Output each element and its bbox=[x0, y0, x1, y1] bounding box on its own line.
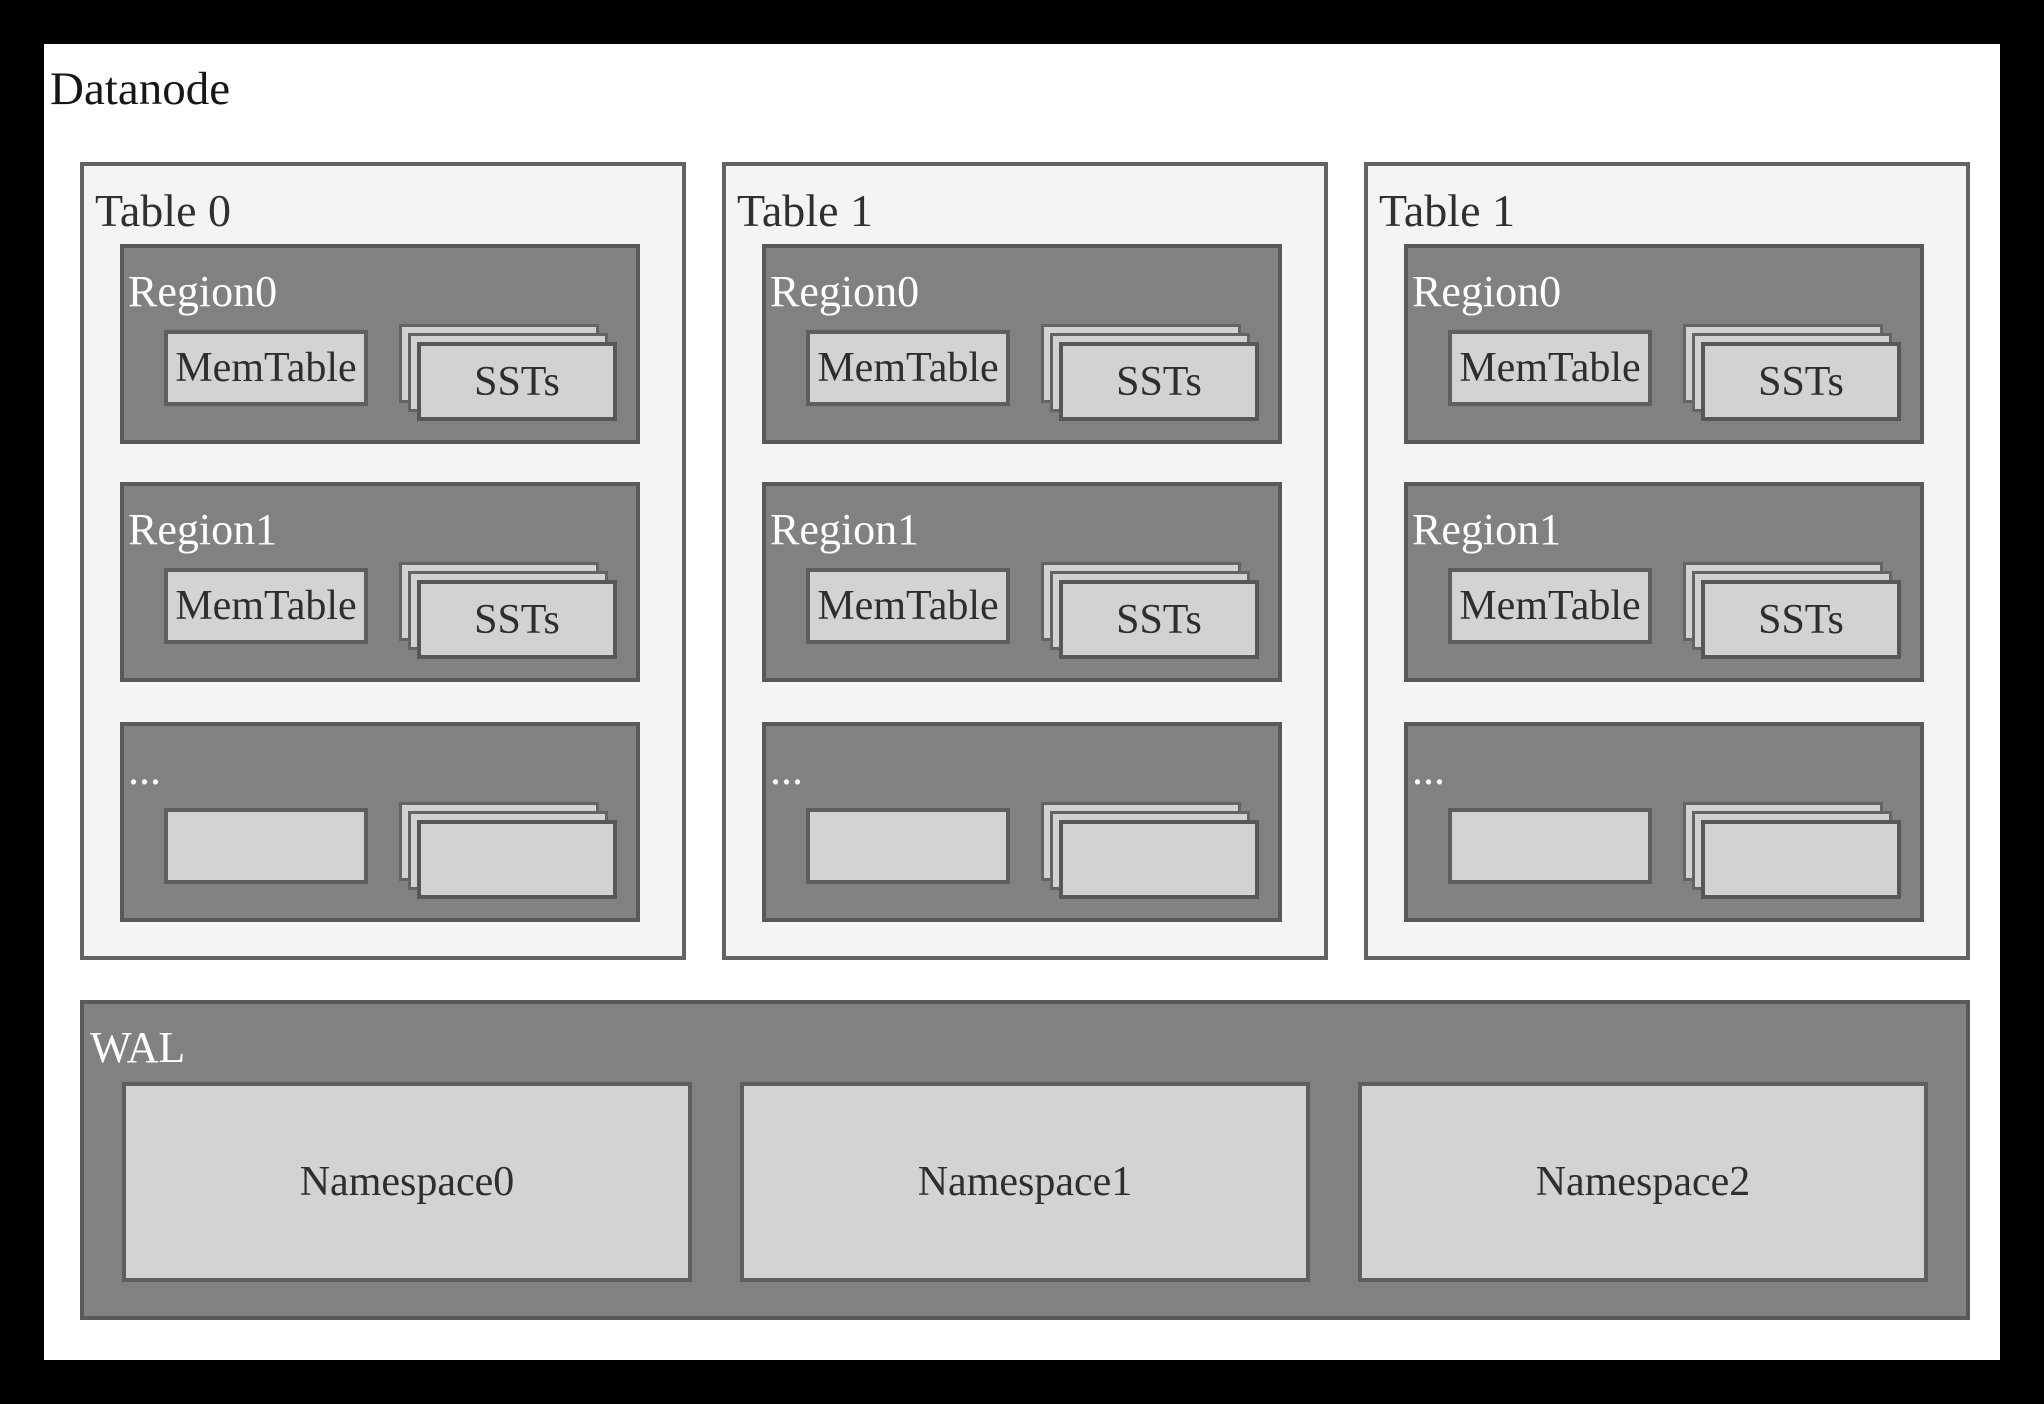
region-title: ... bbox=[1412, 745, 1445, 794]
ssts-stack: SSTs bbox=[399, 324, 617, 421]
region-box: Region1 MemTable SSTs bbox=[762, 482, 1282, 682]
ssts-front-sheet: SSTs bbox=[1059, 342, 1259, 421]
ssts-front-sheet bbox=[417, 820, 617, 899]
ssts-stack: SSTs bbox=[1041, 562, 1259, 659]
table-panel-1: Table 1 Region0 MemTable SSTs Region1 Me… bbox=[722, 162, 1328, 960]
table-title: Table 1 bbox=[737, 185, 874, 236]
namespace-box-1: Namespace1 bbox=[740, 1082, 1310, 1282]
region-title: Region1 bbox=[1412, 505, 1562, 554]
region-title: Region0 bbox=[128, 267, 278, 316]
diagram-canvas: Datanode Table 0 Region0 MemTable SSTs R… bbox=[44, 44, 2000, 1360]
ssts-front-sheet: SSTs bbox=[1701, 342, 1901, 421]
ssts-front-sheet: SSTs bbox=[417, 342, 617, 421]
region-title: Region1 bbox=[770, 505, 920, 554]
table-panel-2: Table 1 Region0 MemTable SSTs Region1 Me… bbox=[1364, 162, 1970, 960]
region-box-ellipsis: ... bbox=[1404, 722, 1924, 922]
region-title: ... bbox=[770, 745, 803, 794]
region-box: Region0 MemTable SSTs bbox=[1404, 244, 1924, 444]
memtable-box: MemTable bbox=[806, 330, 1010, 406]
region-box-ellipsis: ... bbox=[762, 722, 1282, 922]
memtable-box: MemTable bbox=[164, 330, 368, 406]
region-title: Region0 bbox=[770, 267, 920, 316]
ssts-front-sheet: SSTs bbox=[1059, 580, 1259, 659]
region-box-ellipsis: ... bbox=[120, 722, 640, 922]
table-title: Table 1 bbox=[1379, 185, 1516, 236]
table-panel-0: Table 0 Region0 MemTable SSTs Region1 Me… bbox=[80, 162, 686, 960]
memtable-box: MemTable bbox=[1448, 568, 1652, 644]
ssts-stack: SSTs bbox=[1041, 324, 1259, 421]
ssts-stack-empty bbox=[1683, 802, 1901, 899]
region-box: Region1 MemTable SSTs bbox=[120, 482, 640, 682]
region-title: ... bbox=[128, 745, 161, 794]
memtable-box: MemTable bbox=[1448, 330, 1652, 406]
namespace-box-2: Namespace2 bbox=[1358, 1082, 1928, 1282]
ssts-stack: SSTs bbox=[1683, 562, 1901, 659]
ssts-stack-empty bbox=[1041, 802, 1259, 899]
region-box: Region0 MemTable SSTs bbox=[120, 244, 640, 444]
namespace-box-0: Namespace0 bbox=[122, 1082, 692, 1282]
region-title: Region0 bbox=[1412, 267, 1562, 316]
ssts-stack: SSTs bbox=[1683, 324, 1901, 421]
table-title: Table 0 bbox=[95, 185, 232, 236]
region-box: Region1 MemTable SSTs bbox=[1404, 482, 1924, 682]
ssts-stack-empty bbox=[399, 802, 617, 899]
ssts-stack: SSTs bbox=[399, 562, 617, 659]
memtable-box-empty bbox=[164, 808, 368, 884]
memtable-box: MemTable bbox=[164, 568, 368, 644]
wal-box: WAL Namespace0 Namespace1 Namespace2 bbox=[80, 1000, 1970, 1320]
ssts-front-sheet bbox=[1059, 820, 1259, 899]
region-box: Region0 MemTable SSTs bbox=[762, 244, 1282, 444]
memtable-box-empty bbox=[1448, 808, 1652, 884]
ssts-front-sheet: SSTs bbox=[1701, 580, 1901, 659]
memtable-box: MemTable bbox=[806, 568, 1010, 644]
memtable-box-empty bbox=[806, 808, 1010, 884]
ssts-front-sheet bbox=[1701, 820, 1901, 899]
region-title: Region1 bbox=[128, 505, 278, 554]
diagram-title: Datanode bbox=[50, 63, 231, 115]
wal-title: WAL bbox=[90, 1023, 186, 1072]
ssts-front-sheet: SSTs bbox=[417, 580, 617, 659]
